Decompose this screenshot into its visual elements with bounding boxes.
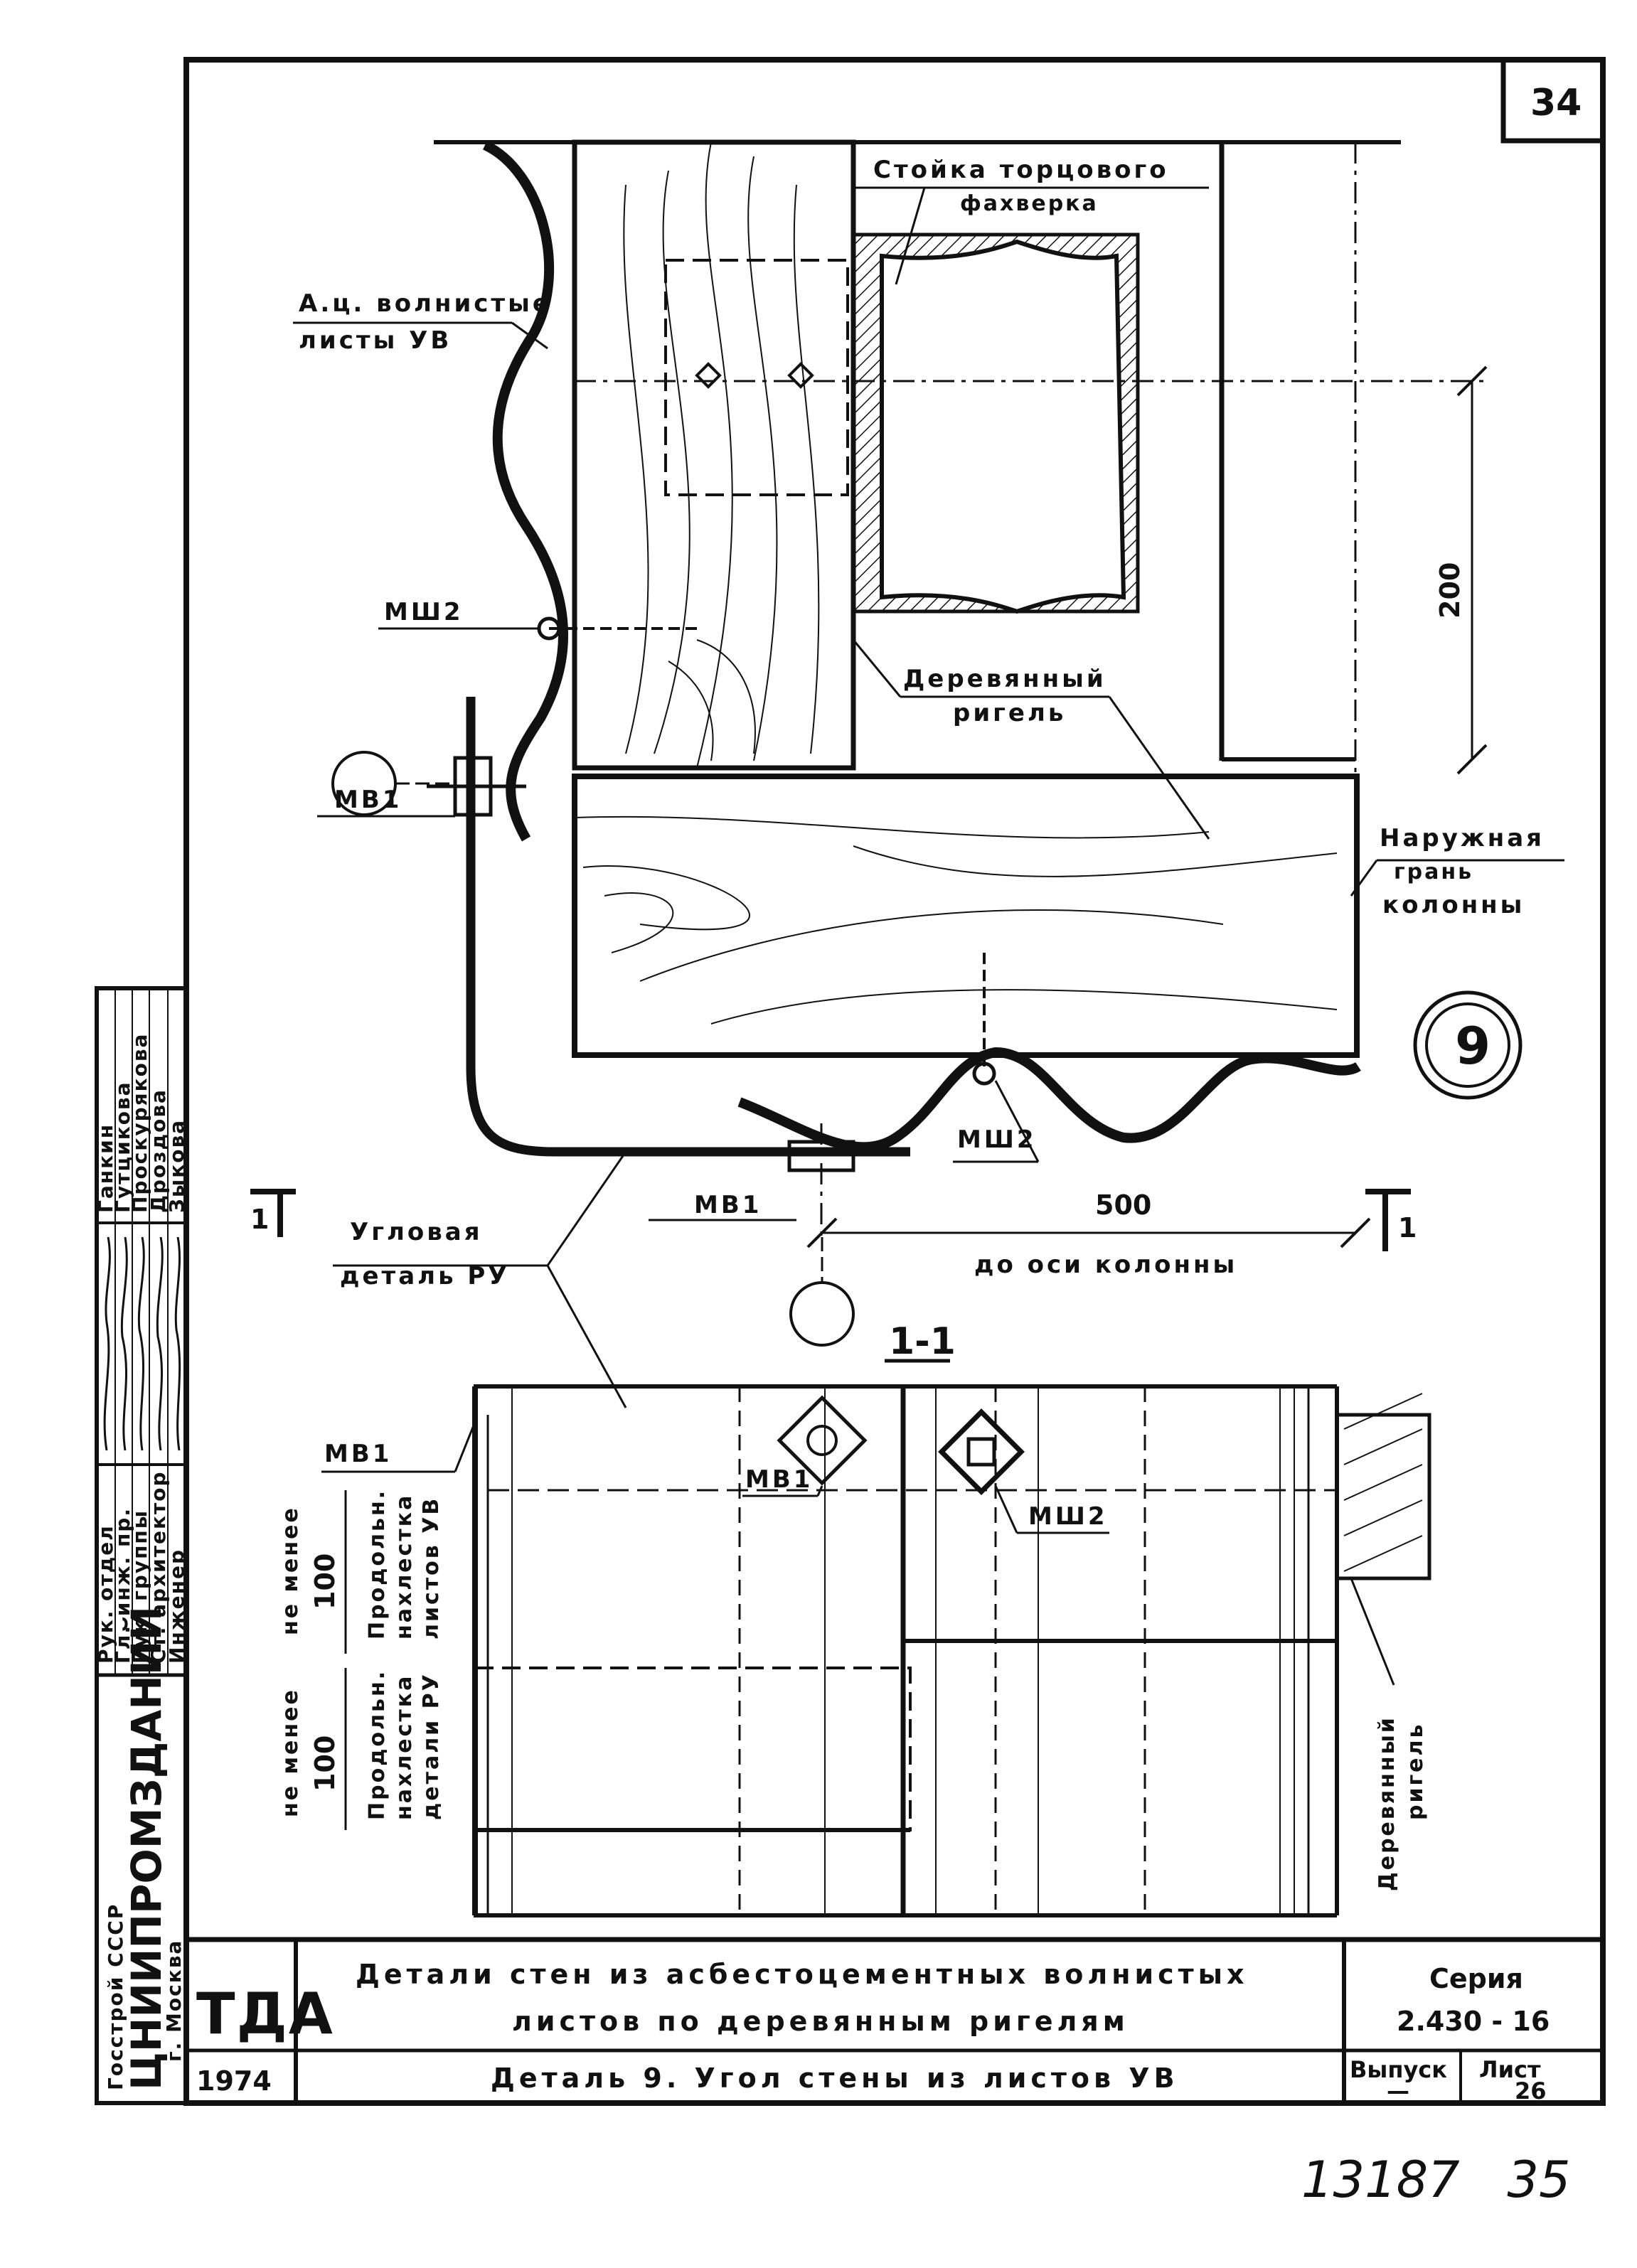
- section-mark-left: 1: [250, 1189, 296, 1237]
- label-outer-face-3: колонны: [1382, 891, 1525, 919]
- tb-title-1: Детали стен из асбестоцементных волнисты…: [356, 1959, 1249, 1990]
- label-dim-100-1: 100: [309, 1553, 341, 1610]
- handwritten-number: 13187 35: [1301, 2151, 1571, 2209]
- label-mv1-bottom: МВ1: [694, 1191, 762, 1219]
- tb-issue-label: Выпуск: [1350, 2056, 1447, 2083]
- label-overlap1-3: листов УВ: [419, 1497, 444, 1640]
- label-dim-100-2: 100: [309, 1735, 341, 1792]
- label-overlap1-1: Продольн.: [365, 1489, 390, 1640]
- fastener-msh2-bottom: [972, 953, 996, 1086]
- label-mv1-left: МВ1: [334, 786, 402, 814]
- corner-detail-ru: [466, 697, 910, 1157]
- label-msh2-top: МШ2: [384, 598, 464, 626]
- section-washer-mv1: [777, 1395, 868, 1486]
- corrugated-sheet-horizontal: [737, 1047, 1361, 1152]
- axis-bubble-bottom: [789, 1281, 855, 1347]
- tb-logo: ТДА: [196, 1981, 334, 2047]
- label-beam-vert-1: Деревянный: [1375, 1716, 1399, 1891]
- label-overlap2-2: нахлестка: [392, 1674, 417, 1820]
- plan-detail: 9 200 500 до оси колонны 1 1: [250, 139, 1564, 1408]
- steel-column: [851, 232, 1140, 614]
- tb-sheet-value: 26: [1515, 2077, 1547, 2104]
- sheet-number-box: 34: [1500, 57, 1606, 144]
- tb-sheet-label: Лист: [1479, 2056, 1541, 2083]
- tb-subtitle: Деталь 9. Угол стены из листов УВ: [491, 2063, 1179, 2094]
- section-title: 1-1: [889, 1320, 956, 1363]
- label-column-title-2: фахверка: [960, 191, 1099, 216]
- stamp-role-2: Гл. инж. пр.: [111, 1507, 134, 1664]
- section-wooden-beam: [1335, 1393, 1431, 1580]
- section-leaders: [321, 1421, 1395, 1830]
- wooden-post: [572, 139, 856, 771]
- label-overlap2-3: детали РУ: [419, 1672, 444, 1820]
- stamp-org-2: ЦНИИПРОМЗДАНИЙ: [122, 1606, 171, 2090]
- detail-number: 9: [1455, 1016, 1491, 1076]
- stamp-role-3: Рук. группы: [128, 1509, 151, 1664]
- label-corner-1: Угловая: [350, 1218, 483, 1246]
- label-beam-1: Деревянный: [903, 665, 1107, 693]
- stamp-name-3: Проскурякова: [128, 1033, 151, 1213]
- section-washer-msh2: [938, 1408, 1025, 1495]
- bolt-marker: [695, 362, 814, 389]
- label-sheets-title-2: листы УВ: [299, 326, 452, 355]
- tb-series-value: 2.430 - 16: [1397, 2006, 1550, 2037]
- wooden-beam: [572, 774, 1360, 1058]
- stamp-name-1: Ганкин: [94, 1123, 117, 1213]
- label-msh2-bottom: МШ2: [957, 1125, 1037, 1154]
- stamp-org-1: Госстрой СССР: [104, 1903, 127, 2090]
- section-mark-left-label: 1: [250, 1204, 269, 1235]
- stamp-role-5: Инженер: [165, 1548, 188, 1664]
- axis-text: до оси колонны: [974, 1251, 1237, 1279]
- tb-year: 1974: [196, 2065, 272, 2097]
- label-mv1-section: МВ1: [324, 1440, 392, 1468]
- section-mark-right-label: 1: [1398, 1212, 1417, 1243]
- stamp-signatures: [103, 1236, 181, 1451]
- stamp-name-2: Гутцикова: [111, 1081, 134, 1213]
- label-not-less-1: не менее: [278, 1506, 303, 1635]
- fastener-mv1-bottom: [787, 1123, 855, 1237]
- section-mark-right: 1: [1365, 1189, 1417, 1251]
- sheet-number: 34: [1530, 82, 1582, 124]
- dimension-500: 500 до оси колонны: [806, 1189, 1371, 1279]
- stamp-name-5: Зыкова: [165, 1119, 188, 1213]
- label-not-less-2: не менее: [278, 1688, 303, 1817]
- label-overlap1-2: нахлестка: [392, 1494, 417, 1640]
- label-outer-face-1: Наружная: [1380, 824, 1545, 852]
- dim-200-label: 200: [1434, 562, 1466, 619]
- detail-number-circle: 9: [1413, 990, 1523, 1100]
- leader-lines: [293, 186, 1564, 1408]
- label-overlap2-1: Продольн.: [365, 1669, 390, 1820]
- stamp-role-4: Ст. архитектор: [146, 1470, 170, 1664]
- tb-series-label: Серия: [1429, 1963, 1523, 1994]
- tb-issue-value: —: [1387, 2077, 1409, 2104]
- stamp-name-4: Дроздова: [146, 1088, 170, 1213]
- left-stamp: Госстрой СССР ЦНИИПРОМЗДАНИЙ г. Москва Р…: [94, 986, 188, 2105]
- label-column-title-1: Стойка торцового: [873, 156, 1169, 184]
- corrugated-sheet-vertical: [482, 140, 568, 842]
- label-msh2-section: МШ2: [1028, 1502, 1108, 1531]
- label-beam-2: ригель: [953, 699, 1066, 727]
- stamp-org-3: г. Москва: [162, 1940, 186, 2062]
- label-corner-2: деталь РУ: [340, 1262, 510, 1290]
- tb-title-2: листов по деревянным ригелям: [512, 2006, 1129, 2037]
- title-block: ТДА 1974 Детали стен из асбестоцементных…: [186, 1937, 1603, 2104]
- dim-500-label: 500: [1095, 1189, 1151, 1221]
- fastener-mv1-left: [427, 756, 526, 817]
- section-1-1: 1-1: [278, 1320, 1431, 1917]
- label-beam-vert-2: ригель: [1403, 1723, 1428, 1820]
- label-outer-face-2: грань: [1394, 860, 1473, 884]
- label-mv1-center: МВ1: [745, 1465, 813, 1494]
- stamp-role-1: Рук. отдел: [94, 1524, 117, 1664]
- dimension-200: 200: [1434, 365, 1488, 775]
- label-sheets-title-1: А.ц. волнистые: [299, 289, 552, 318]
